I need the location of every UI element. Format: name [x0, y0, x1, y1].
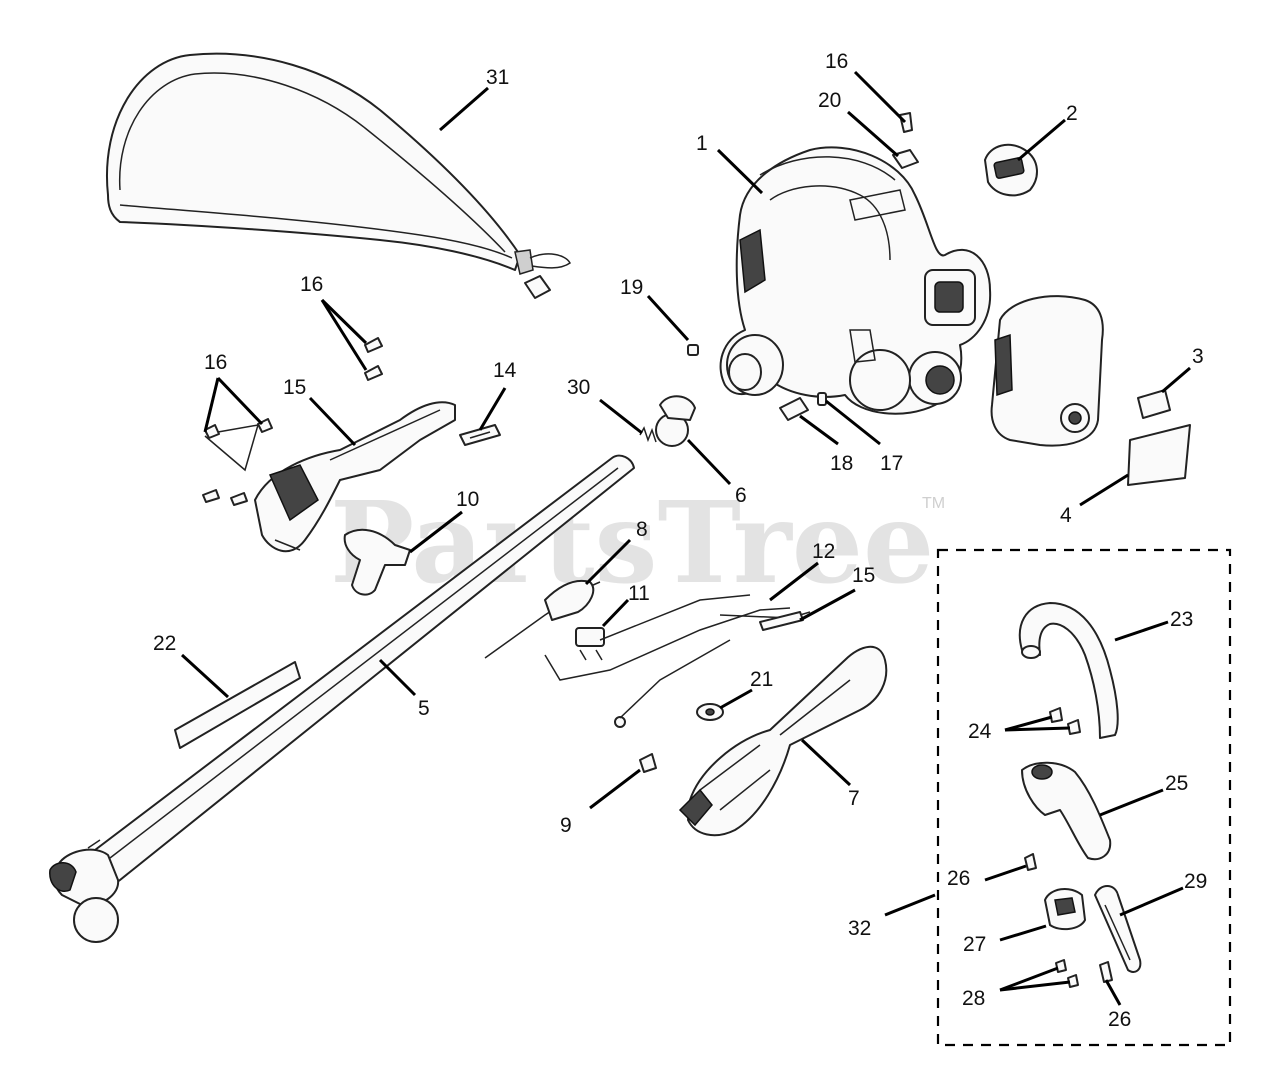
- part-screws-24[interactable]: [1049, 707, 1081, 735]
- callout-15-housing[interactable]: 15: [283, 376, 306, 399]
- callout-15-cable[interactable]: 15: [852, 564, 875, 587]
- callout-32[interactable]: 32: [848, 917, 871, 940]
- part-label[interactable]: [984, 143, 1038, 197]
- part-handle-grip[interactable]: [1094, 885, 1142, 973]
- callout-5[interactable]: 5: [418, 697, 430, 720]
- callout-26-upper[interactable]: 26: [947, 867, 970, 890]
- part-handle-bracket[interactable]: [1021, 761, 1112, 860]
- callout-16-upper[interactable]: 16: [300, 273, 323, 296]
- part-clip-14[interactable]: [459, 424, 501, 446]
- callout-16-lower[interactable]: 16: [204, 351, 227, 374]
- part-decal-shaft[interactable]: [174, 661, 301, 749]
- part-nut[interactable]: [687, 344, 699, 356]
- part-clamp-screw[interactable]: [639, 753, 657, 773]
- callout-20[interactable]: 20: [818, 89, 841, 112]
- callout-4[interactable]: 4: [1060, 504, 1072, 527]
- callout-16-top[interactable]: 16: [825, 50, 848, 73]
- callout-18[interactable]: 18: [830, 452, 853, 475]
- callout-31[interactable]: 31: [486, 66, 509, 89]
- part-shaft-tube[interactable]: [49, 454, 635, 943]
- part-connector[interactable]: [575, 627, 605, 661]
- callout-22[interactable]: 22: [153, 632, 176, 655]
- part-cable-15b[interactable]: [719, 611, 811, 631]
- callout-24[interactable]: 24: [968, 720, 992, 743]
- callout-30[interactable]: 30: [567, 376, 590, 399]
- handle-kit-box: [936, 548, 1232, 1047]
- part-decal[interactable]: [1127, 424, 1191, 486]
- callout-7[interactable]: 7: [848, 787, 860, 810]
- callout-14[interactable]: 14: [493, 359, 517, 382]
- part-handle-clamp[interactable]: [1044, 888, 1086, 931]
- part-bolt-18[interactable]: [779, 397, 809, 421]
- callout-17[interactable]: 17: [880, 452, 903, 475]
- part-switch[interactable]: [655, 395, 696, 447]
- callout-8[interactable]: 8: [636, 518, 648, 541]
- part-handle-loop[interactable]: [1018, 602, 1119, 739]
- callout-29[interactable]: 29: [1184, 870, 1207, 893]
- callout-28[interactable]: 28: [962, 987, 985, 1010]
- callout-25[interactable]: 25: [1165, 772, 1188, 795]
- part-air-filter-cover[interactable]: [990, 295, 1104, 447]
- callout-19[interactable]: 19: [620, 276, 643, 299]
- part-washer[interactable]: [696, 703, 724, 721]
- part-screws-upper[interactable]: [364, 337, 383, 381]
- part-bolt-17[interactable]: [817, 392, 827, 406]
- callout-10[interactable]: 10: [456, 488, 479, 511]
- part-pin-26a[interactable]: [1024, 853, 1037, 871]
- part-wire-harness[interactable]: [544, 594, 791, 728]
- part-engine[interactable]: [719, 146, 992, 415]
- part-trigger[interactable]: [343, 528, 411, 596]
- callout-27[interactable]: 27: [963, 933, 986, 956]
- watermark-text: PartsTree: [330, 478, 934, 609]
- callout-6[interactable]: 6: [735, 484, 747, 507]
- watermark-trademark: TM: [922, 495, 945, 512]
- part-pin-26b[interactable]: [1099, 961, 1113, 983]
- callout-12[interactable]: 12: [812, 540, 835, 563]
- part-shoulder-strap[interactable]: [106, 52, 571, 299]
- part-screw-top[interactable]: [899, 112, 913, 133]
- callout-2[interactable]: 2: [1066, 102, 1078, 125]
- callout-23[interactable]: 23: [1170, 608, 1193, 631]
- callout-1[interactable]: 1: [696, 132, 708, 155]
- callout-9[interactable]: 9: [560, 814, 572, 837]
- part-air-filter[interactable]: [1137, 389, 1171, 419]
- callout-21[interactable]: 21: [750, 668, 773, 691]
- leader-lines: [180, 70, 1191, 1006]
- part-screws-28[interactable]: [1055, 959, 1079, 988]
- callout-3[interactable]: 3: [1192, 345, 1204, 368]
- callout-26-lower[interactable]: 26: [1108, 1008, 1131, 1031]
- part-clip-top[interactable]: [892, 149, 919, 169]
- part-housing-rear[interactable]: [254, 401, 456, 553]
- part-boom-housing[interactable]: [678, 645, 888, 837]
- part-spring[interactable]: [639, 426, 657, 443]
- callout-11[interactable]: 11: [628, 582, 650, 605]
